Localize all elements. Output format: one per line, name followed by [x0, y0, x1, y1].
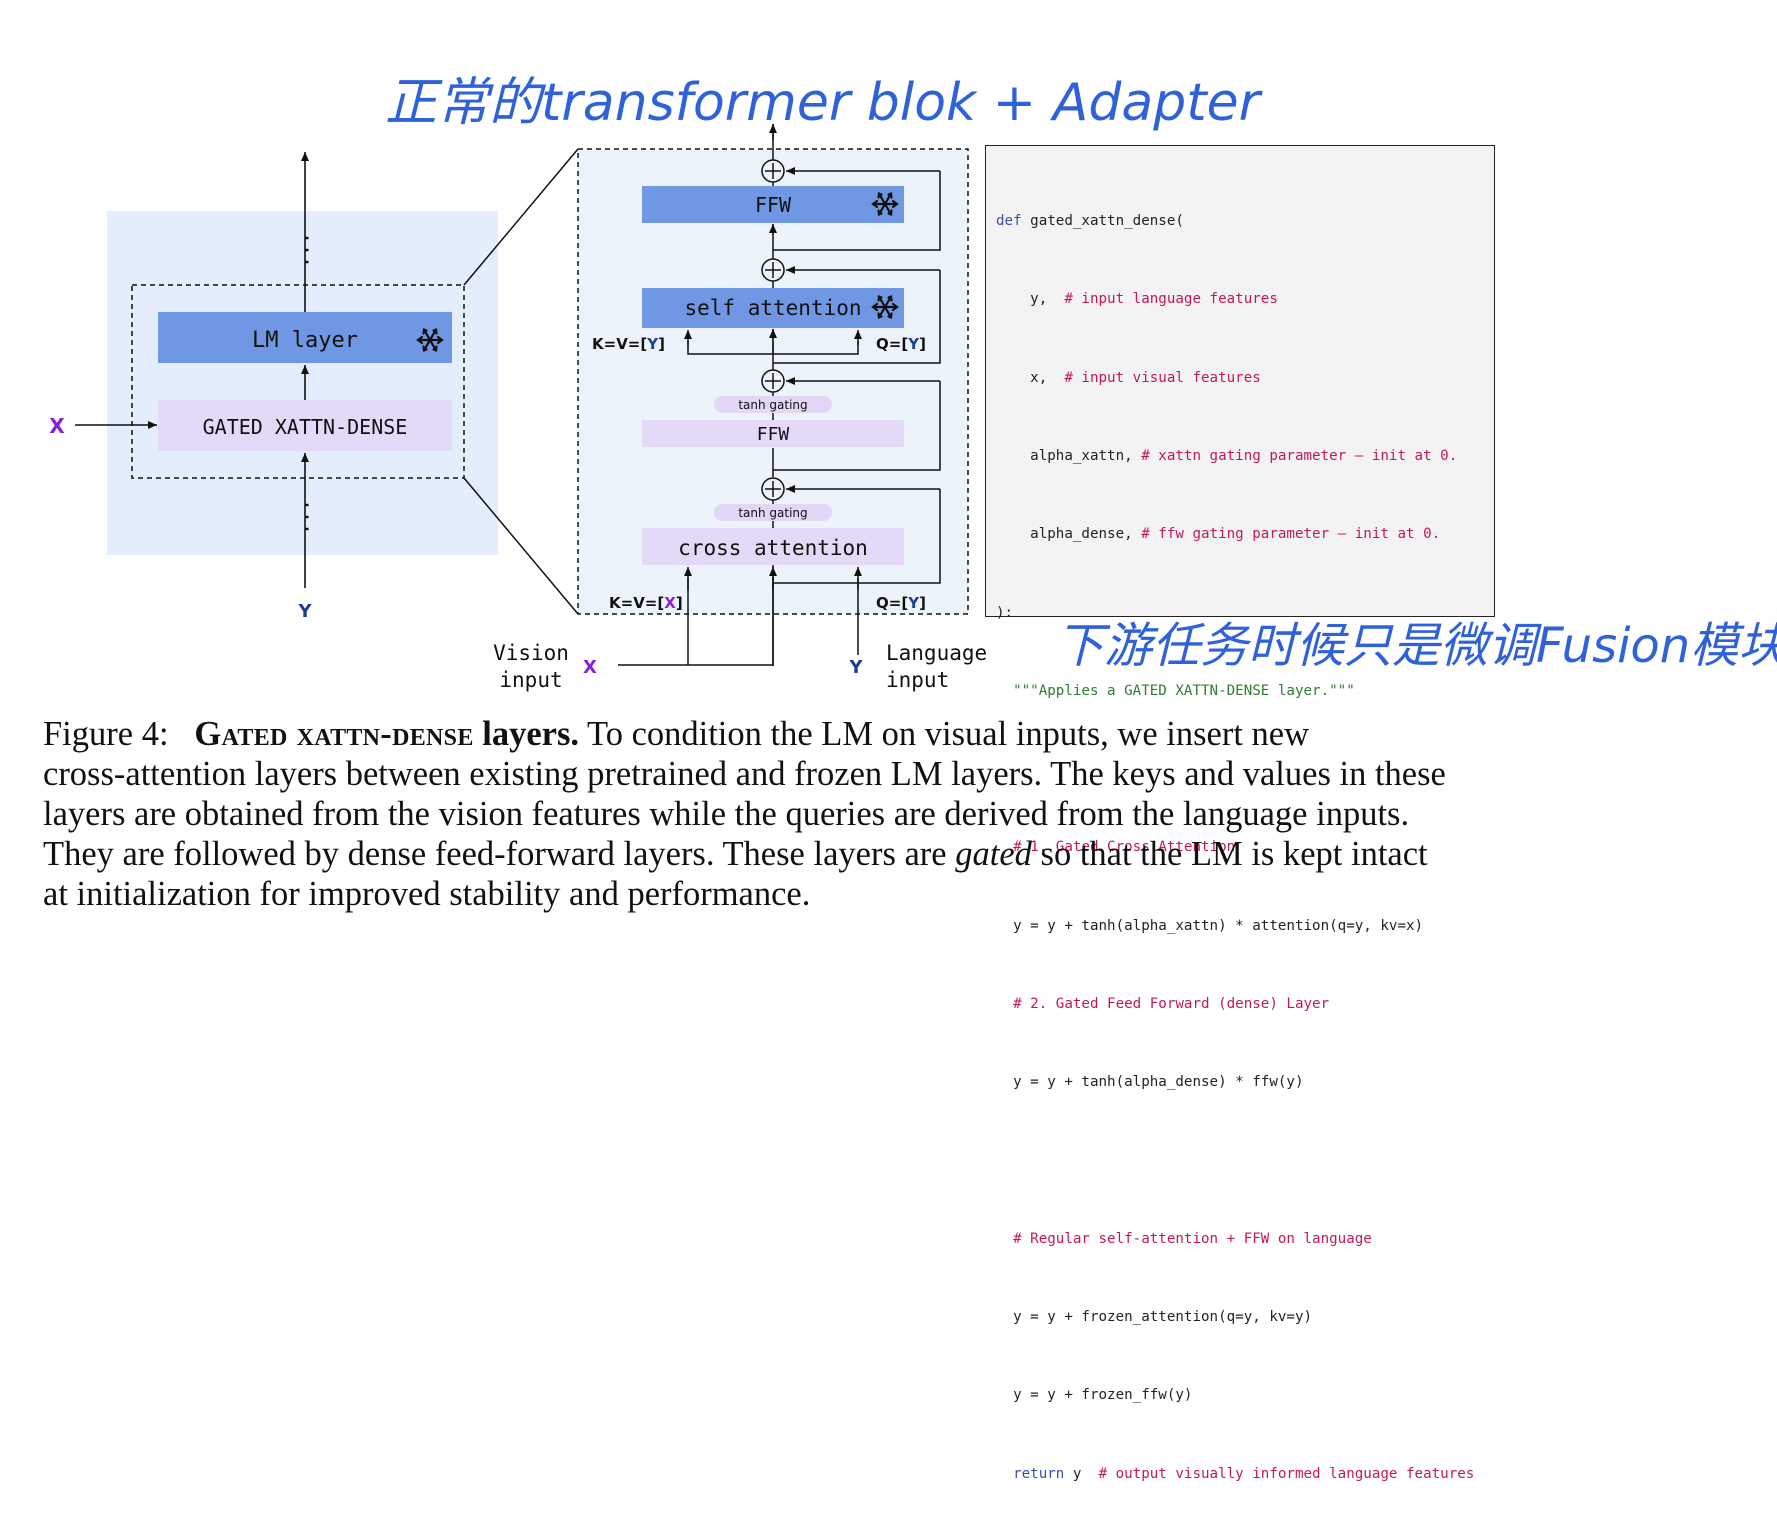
code-line-9: y = y + tanh(alpha_xattn) * attention(q=… — [996, 917, 1424, 934]
caption-line-3: layers are obtained from the vision feat… — [43, 795, 1410, 833]
code-comment: # output visually informed language feat… — [1098, 1465, 1475, 1482]
code-line-10: # 2. Gated Feed Forward (dense) Layer — [996, 996, 1330, 1012]
caption-line-4: They are followed by dense feed-forward … — [43, 834, 1503, 874]
x-variable-label: X — [49, 414, 65, 438]
zoom-connector-top — [463, 148, 579, 286]
q-y-label-bottom: Q=[Y] — [876, 594, 926, 612]
code-line-blank — [996, 1148, 1484, 1174]
caption-line-2: cross-attention layers between existing … — [43, 755, 1446, 793]
kv-y-label: K=V=[Y] — [592, 335, 665, 353]
kv-x-label: K=V=[X] — [609, 594, 683, 612]
cross-attention-label: cross attention — [678, 536, 868, 560]
ffw-gated-label: FFW — [757, 424, 790, 445]
tanh-gating-label-2: tanh gating — [738, 506, 807, 520]
caption-line-5: at initialization for improved stability… — [43, 875, 811, 913]
residual-add-1 — [761, 159, 785, 183]
tanh-gating-label-1: tanh gating — [738, 398, 807, 412]
code-line-5: alpha_dense, # ffw gating parameter – in… — [996, 521, 1484, 547]
caption-text: To condition the LM on visual inputs, we… — [579, 715, 1310, 753]
tanh-gating-pill-2 — [714, 504, 832, 521]
code-line-2: y, # input language features — [996, 286, 1484, 312]
code-line-8: # 1. Gated Cross Attention — [996, 839, 1236, 856]
gated-xattn-dense-label: GATED XATTN-DENSE — [203, 415, 408, 439]
figure-page: 正常的transformer blok + Adapter 下游任务时候只是微调… — [43, 73, 1777, 1482]
self-attention-block — [642, 288, 904, 328]
ellipsis-bottom: ··· — [295, 499, 319, 535]
language-y-variable: Y — [848, 657, 863, 678]
handwritten-note-top: 正常的transformer blok + Adapter — [385, 73, 1264, 133]
handwritten-note-bottom: 下游任务时候只是微调Fusion模块 — [1056, 618, 1777, 674]
figure-label: Figure 4: — [43, 715, 169, 753]
residual-add-3 — [761, 369, 785, 393]
code-keyword: return — [996, 1465, 1065, 1482]
code-comment: # input language features — [1064, 291, 1278, 308]
residual-add-2 — [761, 258, 785, 282]
code-text: y, — [996, 291, 1065, 308]
q-y-label-top: Q=[Y] — [876, 335, 926, 353]
code-line-14: y = y + frozen_ffw(y) — [996, 1387, 1193, 1404]
residual-add-4 — [761, 477, 785, 501]
code-line-11: y = y + tanh(alpha_dense) * ffw(y) — [996, 1074, 1304, 1091]
code-comment: # input visual features — [1064, 369, 1261, 386]
code-line-4: alpha_xattn, # xattn gating parameter – … — [996, 443, 1484, 469]
vision-x-variable: X — [583, 657, 597, 678]
caption-line-1: Figure 4: Gated xattn-dense layers. To c… — [43, 714, 1503, 754]
code-line-15: return y # output visually informed lang… — [996, 1461, 1484, 1487]
tanh-gating-pill-1 — [714, 396, 832, 413]
figure-caption: Figure 4: Gated xattn-dense layers. To c… — [43, 714, 1503, 914]
ffw-frozen-block — [642, 186, 904, 223]
code-listing: def gated_xattn_dense( y, # input langua… — [985, 145, 1495, 1482]
ellipsis-top: ··· — [295, 232, 319, 268]
code-line-7: """Applies a GATED XATTN-DENSE layer.""" — [996, 682, 1355, 699]
ffw-frozen-label: FFW — [755, 193, 792, 217]
code-line-1: def gated_xattn_dense( — [996, 208, 1484, 234]
code-text: alpha_xattn, — [996, 448, 1142, 465]
code-text: x, — [996, 369, 1065, 386]
y-variable-label: Y — [297, 601, 312, 622]
code-line-13: y = y + frozen_attention(q=y, kv=y) — [996, 1309, 1313, 1326]
code-line-12: # Regular self-attention + FFW on langua… — [996, 1230, 1372, 1247]
code-comment: # xattn gating parameter – init at 0. — [1141, 448, 1458, 465]
left-panel-background — [107, 211, 498, 555]
code-comment: # ffw gating parameter – init at 0. — [1141, 526, 1441, 543]
cross-attention-block — [642, 528, 904, 565]
figure-canvas: 正常的transformer blok + Adapter 下游任务时候只是微调… — [49, 73, 1777, 692]
caption-title-smallcaps: Gated xattn-dense — [194, 715, 474, 753]
gated-region-dashed-box — [131, 284, 465, 479]
caption-title-bold: layers. — [473, 715, 580, 753]
lm-layer-block — [158, 312, 452, 363]
code-keyword: def — [996, 213, 1022, 230]
ffw-gated-block — [642, 420, 904, 447]
code-text: y — [1064, 1465, 1099, 1482]
caption-text: so that the LM is kept intact — [1031, 835, 1428, 873]
caption-italic-gated: gated — [955, 835, 1032, 873]
zoom-connector-bottom — [463, 477, 579, 615]
code-line-6: ): — [996, 604, 1014, 621]
gated-xattn-dense-block — [158, 400, 452, 451]
lm-layer-label: LM layer — [252, 328, 358, 353]
code-line-3: x, # input visual features — [996, 365, 1484, 391]
self-attention-label: self attention — [684, 296, 861, 320]
caption-text: They are followed by dense feed-forward … — [43, 835, 956, 873]
code-text: gated_xattn_dense( — [1021, 213, 1184, 230]
code-text: alpha_dense, — [996, 526, 1142, 543]
